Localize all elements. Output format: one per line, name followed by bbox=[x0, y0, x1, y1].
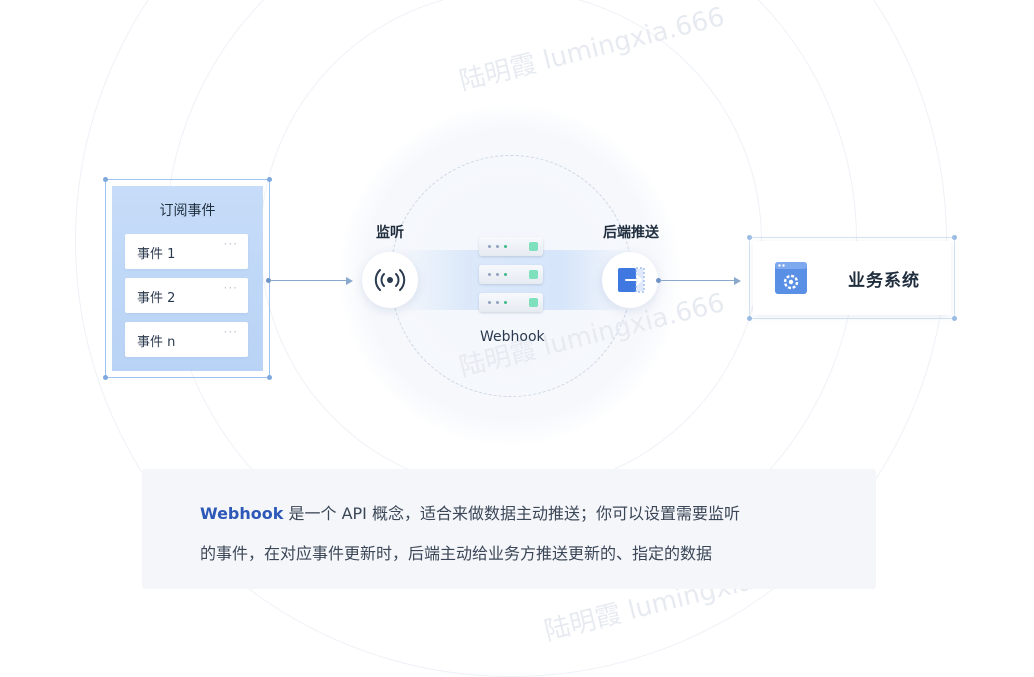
arrow-head bbox=[734, 277, 741, 285]
listen-label: 监听 bbox=[376, 225, 404, 241]
event-card: 事件 n ··· bbox=[125, 322, 248, 357]
business-selection-frame bbox=[747, 235, 957, 321]
event-label: 事件 n bbox=[137, 335, 176, 350]
listen-node bbox=[362, 252, 418, 308]
server-rack-icon bbox=[479, 237, 543, 313]
frame-handle bbox=[952, 235, 957, 240]
arrow-head bbox=[346, 277, 353, 285]
subscribe-events-panel: 订阅事件 事件 1 ··· 事件 2 ··· 事件 n ··· bbox=[112, 186, 263, 371]
push-label: 后端推送 bbox=[603, 225, 659, 241]
event-card: 事件 2 ··· bbox=[125, 278, 248, 313]
event-label: 事件 2 bbox=[137, 291, 176, 306]
arrow-start-dot bbox=[656, 278, 661, 283]
server-unit bbox=[479, 265, 543, 284]
webhook-label: Webhook bbox=[480, 329, 545, 345]
frame-handle bbox=[267, 177, 272, 182]
frame-handle bbox=[747, 235, 752, 240]
arrow-start-dot bbox=[266, 278, 271, 283]
description-box: Webhook 是一个 API 概念，适合来做数据主动推送；你可以设置需要监听 … bbox=[142, 469, 876, 589]
description-line-1: Webhook 是一个 API 概念，适合来做数据主动推送；你可以设置需要监听 bbox=[200, 500, 740, 524]
more-icon: ··· bbox=[223, 325, 238, 339]
export-arrow-icon bbox=[618, 267, 645, 293]
frame-handle bbox=[952, 316, 957, 321]
frame-handle bbox=[267, 375, 272, 380]
business-system-label: 业务系统 bbox=[848, 271, 920, 291]
settings-window-icon bbox=[775, 262, 807, 294]
subscribe-events-title: 订阅事件 bbox=[159, 203, 216, 219]
event-card: 事件 1 ··· bbox=[125, 234, 248, 269]
event-label: 事件 1 bbox=[137, 247, 176, 262]
server-unit bbox=[479, 237, 543, 256]
arrow-subscribe-to-listen bbox=[270, 280, 348, 281]
signal-waves-icon bbox=[374, 269, 406, 291]
description-line-2: 的事件，在对应事件更新时，后端主动给业务方推送更新的、指定的数据 bbox=[200, 544, 713, 563]
description-keyword: Webhook bbox=[200, 504, 284, 523]
business-system-box: 业务系统 bbox=[753, 241, 951, 315]
frame-handle bbox=[103, 375, 108, 380]
more-icon: ··· bbox=[223, 281, 238, 295]
push-node bbox=[602, 252, 658, 308]
frame-handle bbox=[103, 177, 108, 182]
frame-handle bbox=[747, 316, 752, 321]
server-unit bbox=[479, 293, 543, 312]
more-icon: ··· bbox=[223, 237, 238, 251]
description-text: 是一个 API 概念，适合来做数据主动推送；你可以设置需要监听 bbox=[283, 504, 740, 523]
arrow-push-to-business bbox=[660, 280, 736, 281]
